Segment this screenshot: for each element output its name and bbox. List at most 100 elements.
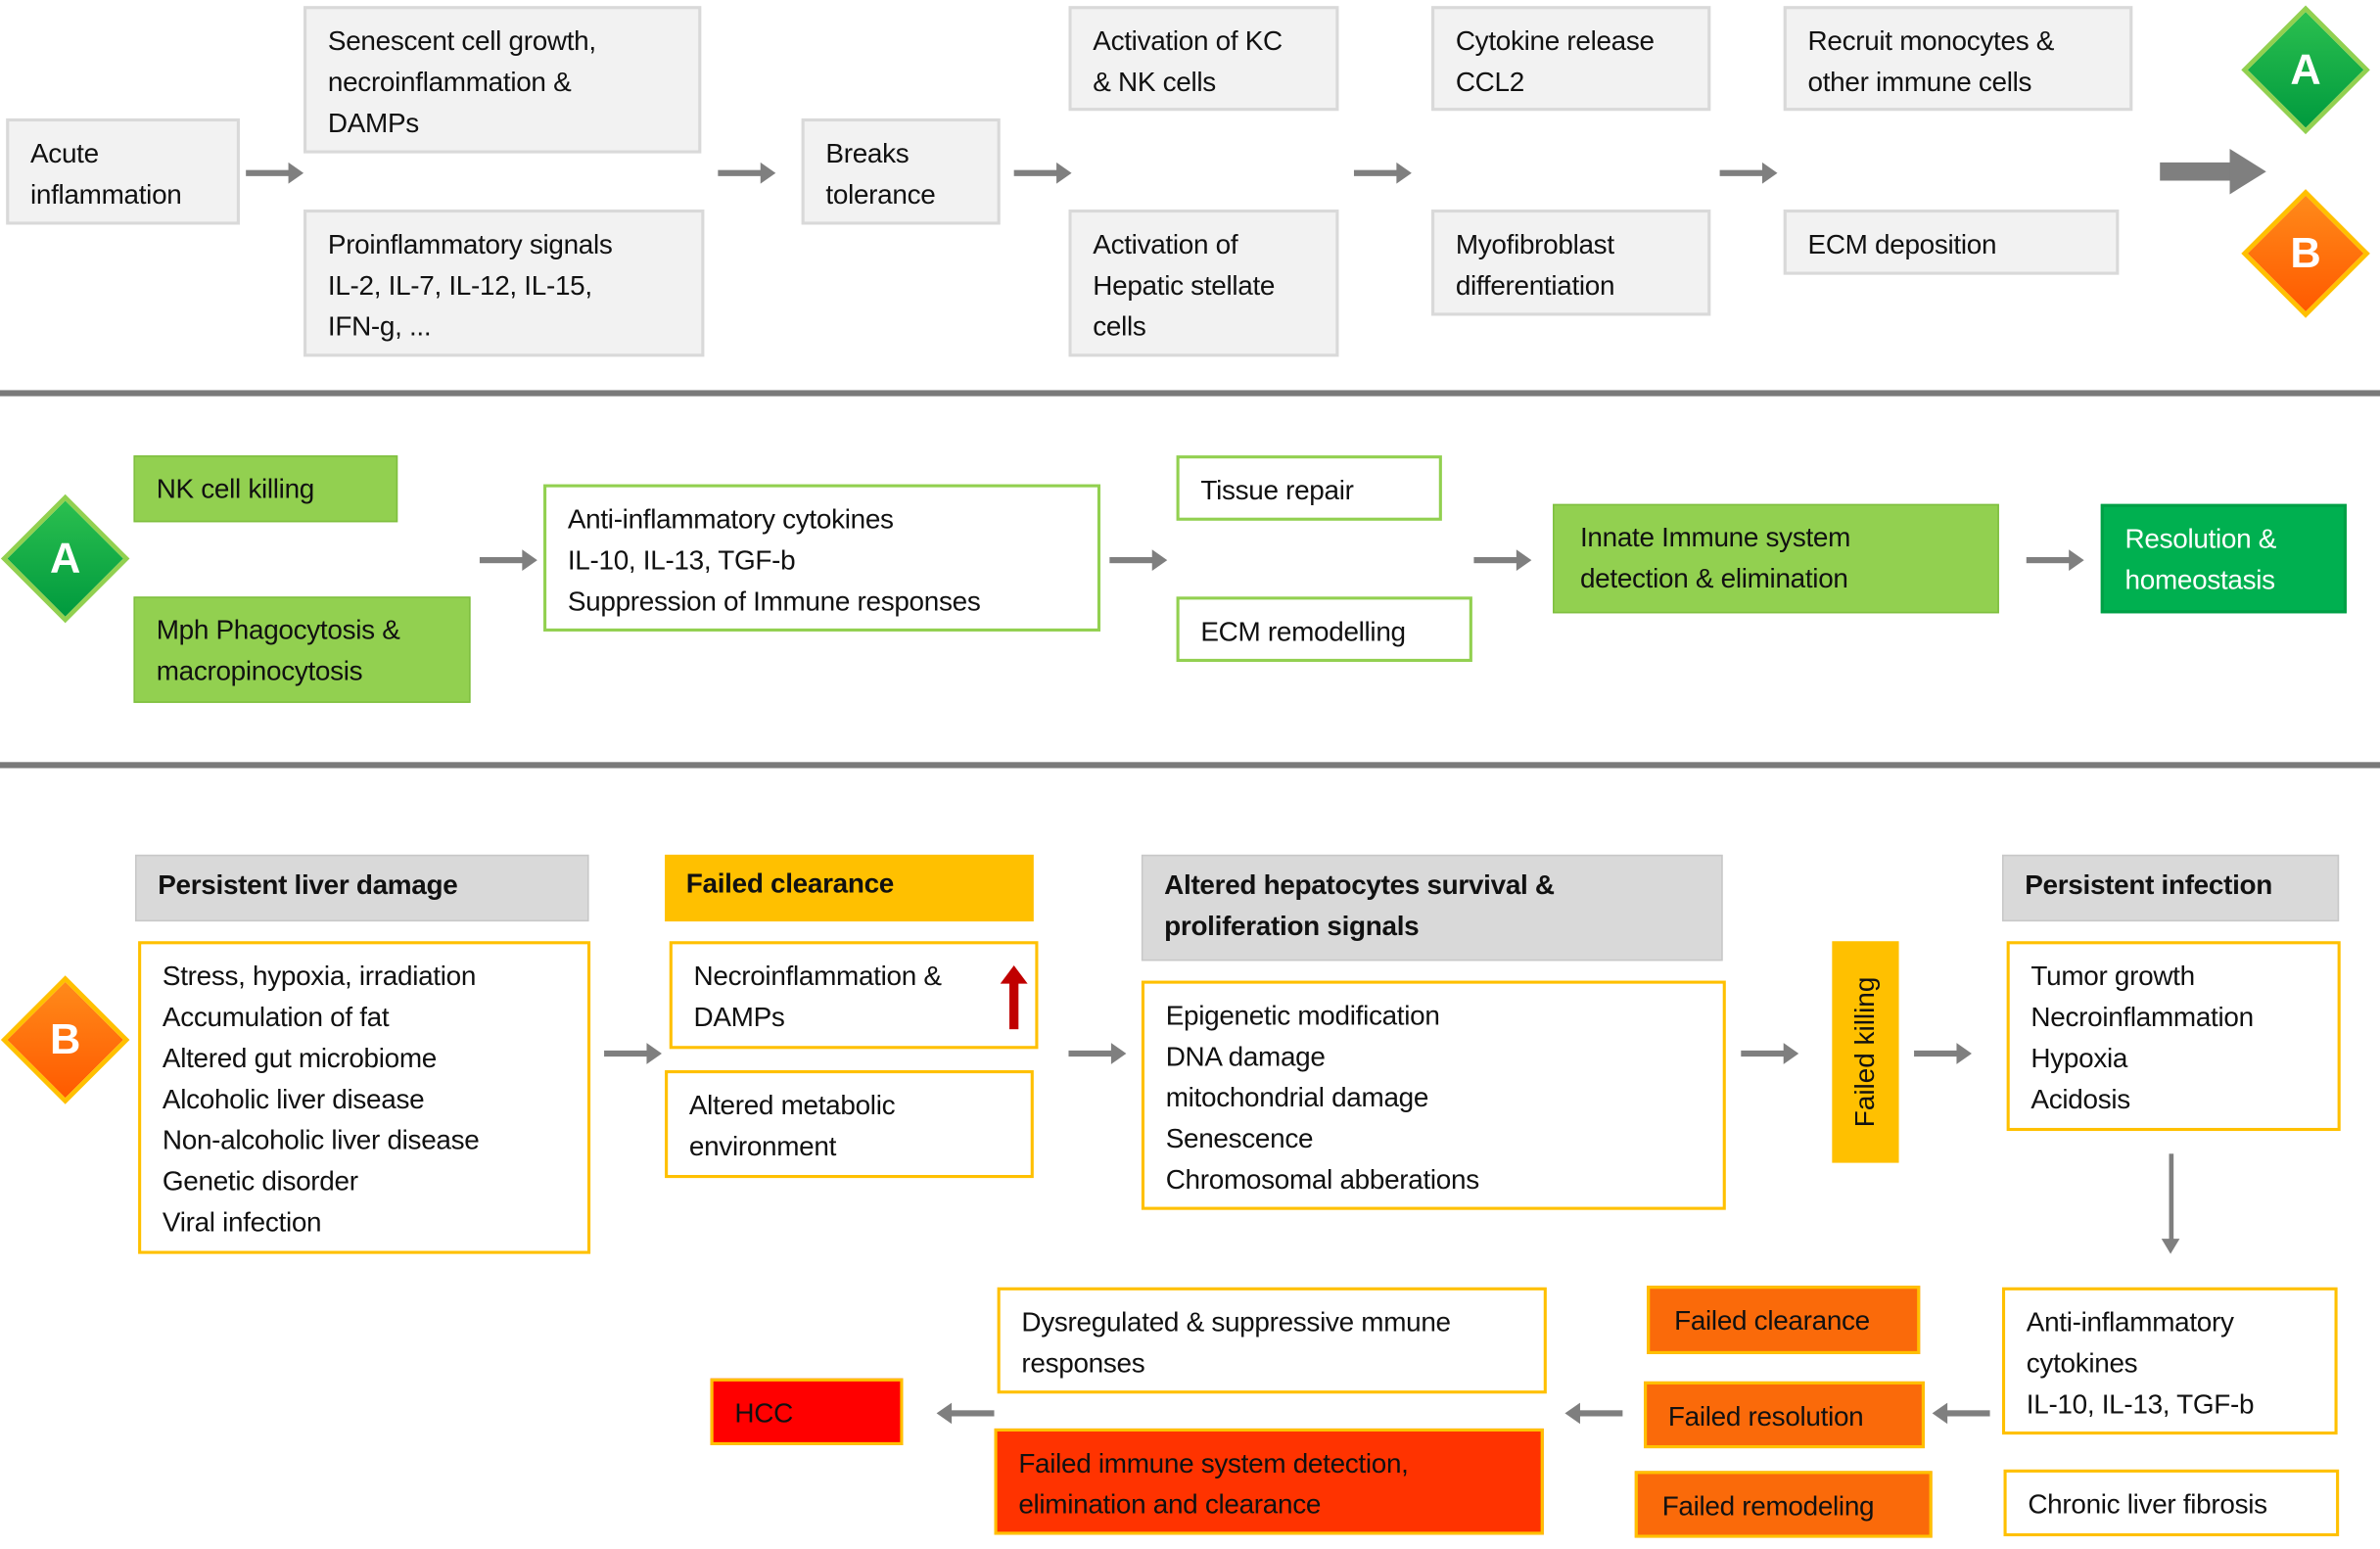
text-line: Recruit monocytes & [1807, 25, 2055, 57]
text-line: other immune cells [1807, 67, 2032, 98]
senescent-box: Senescent cell growth, necroinflammation … [303, 6, 702, 154]
text-line: Failed clearance [1674, 1305, 1870, 1337]
text-line: Resolution & [2124, 523, 2277, 554]
arrow-right [604, 1043, 662, 1064]
text-line: Necroinflammation [2030, 1002, 2254, 1033]
text-line: Senescence [1165, 1123, 1314, 1154]
text-line: Senescent cell growth, [327, 25, 596, 57]
text-line: Altered metabolic [688, 1090, 896, 1121]
text-line: Altered gut microbiome [162, 1043, 438, 1074]
text-line: DNA damage [1165, 1041, 1326, 1072]
failed-remodeling-box: Failed remodeling [1634, 1471, 1933, 1538]
text-line: Breaks [825, 138, 910, 169]
text-line: Activation of KC [1093, 25, 1283, 57]
text-line: responses [1021, 1347, 1145, 1379]
text-line: necroinflammation & [327, 67, 572, 98]
text-line: Anti-inflammatory [2026, 1306, 2234, 1338]
chronic-fibrosis-box: Chronic liver fibrosis [2003, 1469, 2340, 1537]
text-line: Dysregulated & suppressive mmune [1021, 1306, 1451, 1338]
text-line: IL-10, IL-13, TGF-b [2026, 1388, 2255, 1420]
text-line: inflammation [30, 178, 182, 210]
myofibroblast-box: Myofibroblast differentiation [1431, 209, 1711, 316]
text-line: proliferation signals [1164, 911, 1420, 942]
text-line: Cytokine release [1455, 25, 1655, 57]
persistent-infection-header: Persistent infection [2001, 854, 2340, 922]
recruit-monocytes-box: Recruit monocytes & other immune cells [1783, 6, 2133, 112]
text-line: IL-10, IL-13, TGF-b [567, 544, 796, 576]
arrow-left [1932, 1402, 1990, 1425]
text-line: NK cell killing [156, 473, 315, 504]
diamond-b-label: B [2290, 229, 2321, 277]
arrow-right [1473, 549, 1532, 571]
failed-clearance-header: Failed clearance [665, 854, 1034, 922]
divider [0, 390, 2380, 397]
text-line: cells [1093, 310, 1146, 342]
text-line: Genetic disorder [162, 1165, 358, 1197]
text-line: macropinocytosis [156, 655, 363, 686]
text-line: CCL2 [1455, 67, 1524, 98]
tissue-repair-box: Tissue repair [1176, 455, 1442, 521]
text-line: DAMPs [327, 108, 419, 139]
nk-killing-box: NK cell killing [133, 455, 398, 523]
failed-killing-text: Failed killing [1849, 976, 1881, 1128]
diamond-a-label: A [49, 534, 81, 582]
header-text: Persistent liver damage [158, 869, 458, 901]
header-text: Failed clearance [685, 868, 895, 899]
text-line: HCC [734, 1397, 793, 1429]
arrow-left [1564, 1402, 1623, 1425]
text-line: tolerance [825, 178, 936, 210]
breaks-tolerance-box: Breaks tolerance [801, 117, 1001, 225]
divider [0, 762, 2380, 769]
dysregulated-box: Dysregulated & suppressive mmune response… [997, 1287, 1547, 1394]
arrow-right [479, 549, 537, 571]
text-line: IFN-g, ... [327, 310, 432, 342]
text-line: Myofibroblast [1455, 229, 1614, 260]
arrow-right [1109, 549, 1168, 571]
text-line: Epigenetic modification [1165, 1000, 1440, 1031]
text-line: Failed resolution [1667, 1401, 1864, 1432]
altered-hepatocytes-header: Altered hepatocytes survival & proliferat… [1141, 854, 1723, 962]
arrow-down [2161, 1153, 2180, 1254]
increase-arrow-icon [1000, 965, 1028, 1030]
failed-killing-box: Failed killing [1832, 941, 1899, 1163]
text-line: Suppression of Immune responses [567, 586, 981, 617]
ecm-remodelling-box: ECM remodelling [1176, 596, 1472, 662]
text-line: Altered hepatocytes survival & [1164, 869, 1555, 901]
text-line: & NK cells [1093, 67, 1216, 98]
arrow-right [2026, 549, 2084, 571]
text-line: ECM deposition [1807, 229, 1997, 260]
text-line: ECM remodelling [1200, 616, 1406, 647]
arrow-right [1068, 1043, 1127, 1064]
text-line: Mph Phagocytosis & [156, 614, 400, 645]
arrow-right [718, 162, 776, 184]
text-line: cytokines [2026, 1347, 2138, 1379]
text-line: Tumor growth [2030, 961, 2195, 992]
arrow-left [936, 1402, 995, 1425]
ecm-deposition-box: ECM deposition [1783, 209, 2120, 275]
innate-immune-box: Innate Immune system detection & eliminat… [1553, 503, 1999, 614]
text-line: Failed remodeling [1661, 1490, 1875, 1522]
text-line: Acute [30, 138, 99, 169]
acute-inflammation-box: Acute inflammation [6, 117, 240, 225]
text-line: Necroinflammation & [693, 961, 942, 992]
failed-immune-box: Failed immune system detection,eliminati… [994, 1428, 1544, 1535]
text-line: Non-alcoholic liver disease [162, 1124, 480, 1155]
failed-clearance-box: Failed clearance [1647, 1286, 1921, 1354]
text-line: Tissue repair [1200, 475, 1354, 506]
text-line: differentiation [1455, 269, 1615, 301]
text-line: Hepatic stellate [1093, 269, 1276, 301]
text-line: Proinflammatory signals [327, 229, 613, 260]
text-line: detection & elimination [1579, 563, 1848, 594]
failed-resolution-box: Failed resolution [1644, 1381, 1925, 1449]
text-line: Anti-inflammatory cytokines [567, 503, 894, 535]
text-line: Innate Immune system [1579, 522, 1851, 553]
arrow-right [1353, 162, 1412, 184]
text-line: mitochondrial damage [1165, 1082, 1429, 1113]
